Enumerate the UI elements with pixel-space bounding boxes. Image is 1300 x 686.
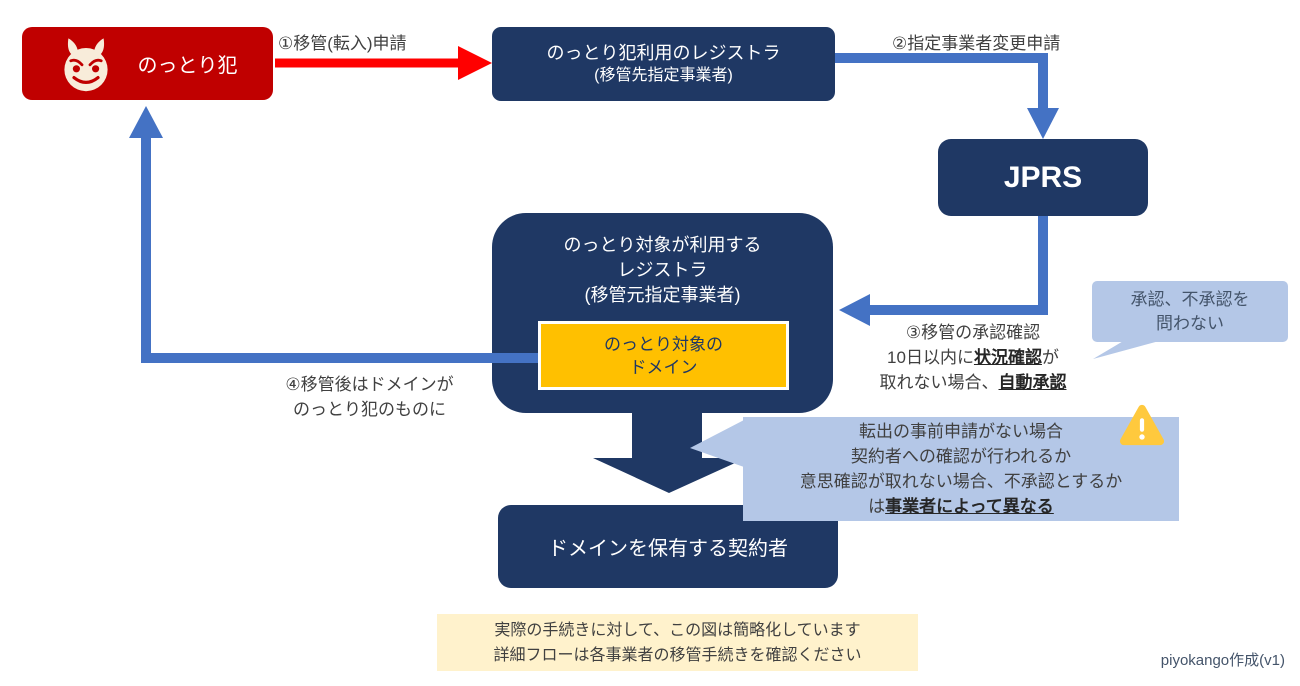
callout-emphasis-varies-by-operator: 事業者によって異なる [885, 497, 1054, 516]
warning-triangle-icon [1119, 402, 1165, 453]
old-registrar-line2: レジストラ [617, 260, 708, 280]
step4-label: ④移管後はドメインが のっとり犯のものに [262, 372, 477, 422]
target-domain-box: のっとり対象の ドメイン [538, 321, 789, 390]
step3-line2: 10日以内に状況確認が [887, 348, 1059, 367]
step4-line1: ④移管後はドメインが [285, 375, 454, 394]
devil-face-icon [58, 36, 114, 92]
old-registrar-line1: のっとり対象が利用する [563, 235, 762, 255]
callout-box: 転出の事前申請がない場合 契約者への確認が行われるか 意思確認が取れない場合、不… [743, 417, 1179, 521]
new-registrar-line2: (移管先指定事業者) [594, 67, 733, 85]
jprs-box: JPRS [938, 139, 1148, 216]
footnote-line2: 詳細フローは各事業者の移管手続きを確認ください [493, 646, 862, 664]
step3-line1: ③移管の承認確認 [905, 323, 1041, 342]
hijacker-box: のっとり犯 [22, 27, 273, 100]
new-registrar-line1: のっとり犯利用のレジストラ [546, 43, 781, 64]
callout-pointer [690, 420, 744, 467]
step4-return-arrow [129, 106, 538, 363]
callout-line4: は事業者によって異なる [868, 497, 1054, 516]
old-registrar-line3: (移管元指定事業者) [584, 285, 741, 305]
credit-text: piyokango作成(v1) [1160, 652, 1285, 669]
step3-label: ③移管の承認確認 10日以内に状況確認が 取れない場合、自動承認 [858, 320, 1088, 395]
callout-line2: 契約者への確認が行われるか [850, 447, 1072, 466]
speech-bubble-line2: 問わない [1156, 313, 1224, 333]
jprs-to-old-registrar-arrow [839, 216, 1048, 326]
step1-label: ①移管(転入)申請 [278, 34, 407, 53]
speech-bubble-line1: 承認、不承認を [1130, 289, 1250, 309]
step3-emphasis-auto-approve: 自動承認 [998, 373, 1067, 392]
target-domain-line2: ドメイン [629, 357, 698, 377]
block-down-arrow [593, 413, 746, 493]
target-domain-line1: のっとり対象の [604, 334, 723, 354]
hijacker-label: のっとり犯 [137, 55, 238, 77]
callout-line1: 転出の事前申請がない場合 [859, 422, 1063, 441]
step2-connector-arrow [835, 53, 1059, 139]
speech-bubble-tail [1093, 340, 1163, 359]
footnote-box: 実際の手続きに対して、この図は簡略化しています 詳細フローは各事業者の移管手続き… [437, 614, 918, 671]
step3-line3: 取れない場合、自動承認 [879, 373, 1067, 392]
step4-line2: のっとり犯のものに [293, 400, 446, 419]
step3-emphasis-status-check: 状況確認 [973, 348, 1042, 367]
speech-bubble: 承認、不承認を 問わない [1092, 281, 1288, 342]
callout-line3: 意思確認が取れない場合、不承認とするか [799, 472, 1123, 491]
jprs-label: JPRS [1003, 160, 1083, 194]
step2-label: ②指定事業者変更申請 [892, 34, 1061, 53]
new-registrar-box: のっとり犯利用のレジストラ (移管先指定事業者) [492, 27, 835, 101]
footnote-line1: 実際の手続きに対して、この図は簡略化しています [494, 621, 861, 639]
contractor-label: ドメインを保有する契約者 [548, 538, 788, 560]
